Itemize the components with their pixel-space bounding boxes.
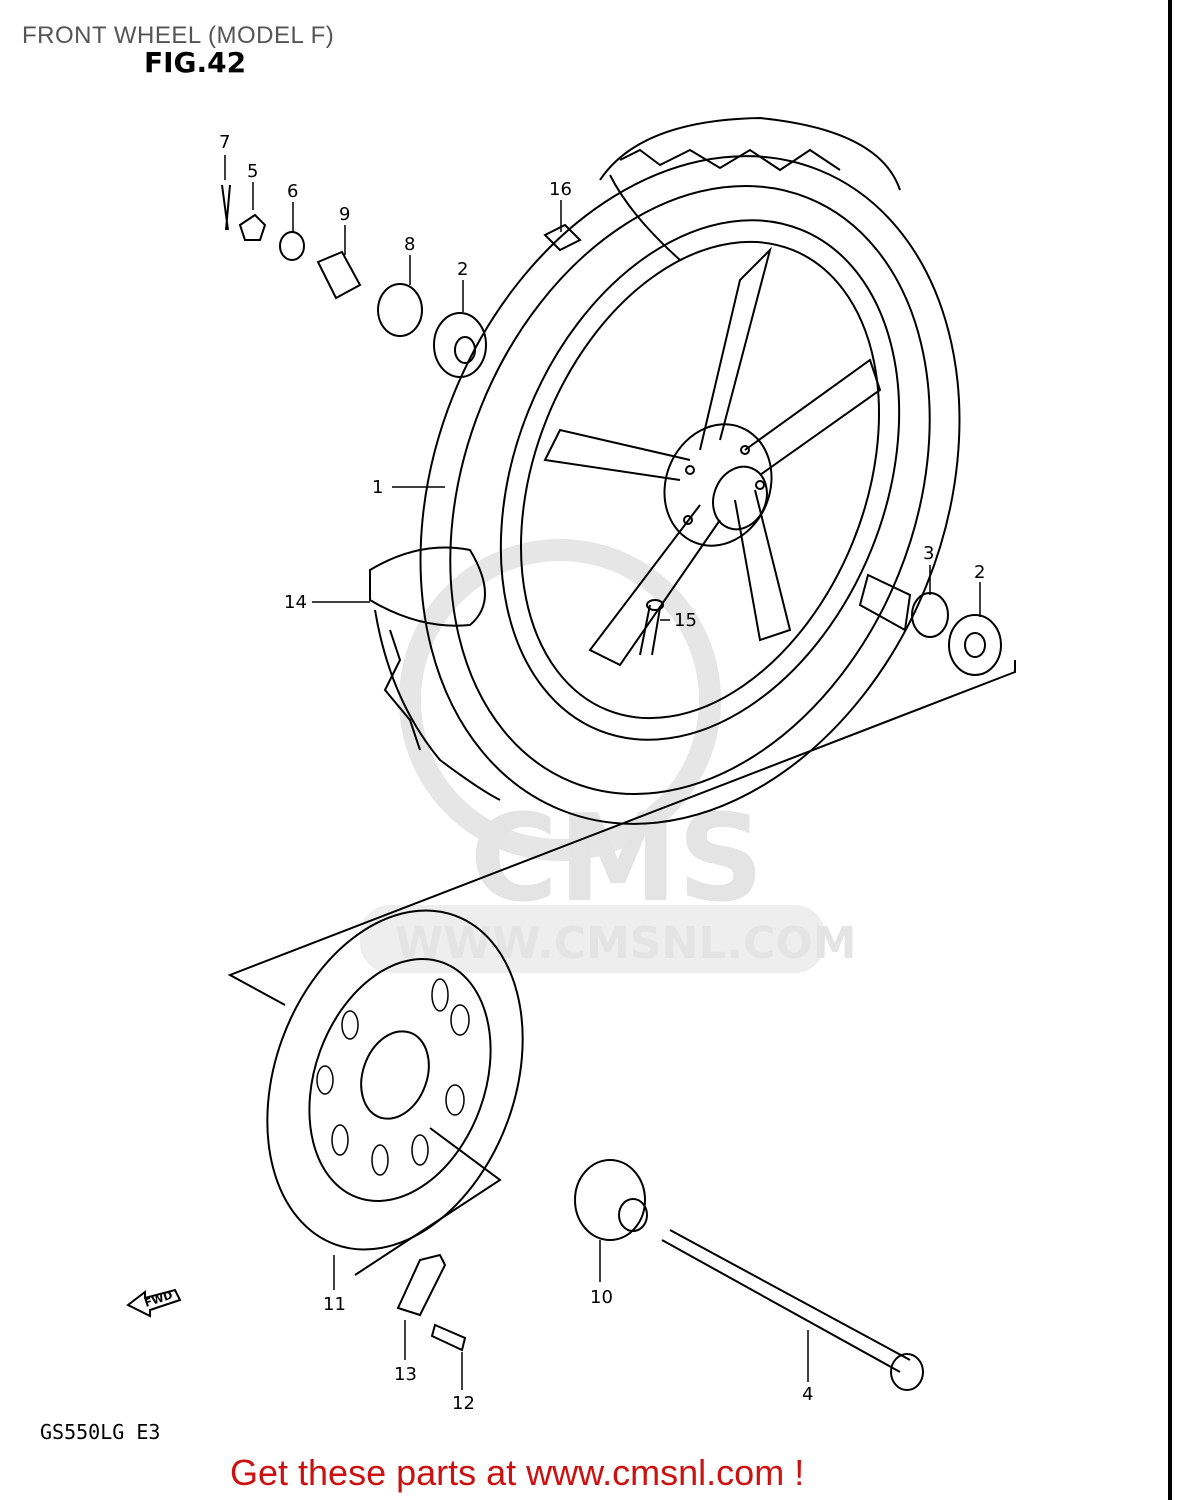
callout-10: 10 [590,1287,613,1308]
left-axle-parts [221,184,487,378]
hub [663,423,773,547]
cap-10 [574,1159,648,1241]
callout-labels: 7 5 6 9 8 2 16 1 14 3 2 15 11 10 13 12 4 [219,132,985,1414]
disc-guide-line [354,1127,502,1276]
spokes [543,246,882,667]
assembly-guide-line [227,660,1016,1006]
bolt-12 [430,1323,467,1352]
axle-4 [661,1229,924,1391]
rim [499,219,901,741]
callout-2-top: 2 [457,259,468,280]
balance-weight-16 [543,223,582,252]
callout-15: 15 [674,610,697,631]
lock-plate-13 [396,1253,447,1317]
callout-14: 14 [284,592,307,613]
cta-link[interactable]: Get these parts at www.cmsnl.com ! [230,1452,805,1493]
callout-9: 9 [339,204,350,225]
tire [369,116,961,825]
callout-1: 1 [372,477,383,498]
callout-4: 4 [802,1384,813,1405]
callout-8: 8 [404,234,415,255]
callout-11: 11 [323,1294,346,1315]
callout-16: 16 [549,179,572,200]
callout-13: 13 [394,1364,417,1385]
valve-15 [639,599,664,656]
model-code: GS550LG E3 [40,1420,161,1444]
callout-5: 5 [247,161,258,182]
page-title: FRONT WHEEL (MODEL F) [22,22,335,49]
watermark-url: WWW.CMSNL.COM [395,918,857,969]
callout-3: 3 [923,543,934,564]
figure-label: FIG.42 [144,46,247,79]
brake-disc-11 [266,909,524,1251]
cms-watermark: CMS WWW.CMSNL.COM [360,539,857,973]
leader-lines [224,155,981,1390]
callout-12: 12 [452,1393,475,1414]
callout-7: 7 [219,132,230,153]
callout-2-right: 2 [974,562,985,583]
right-axle-parts [858,573,1002,676]
fwd-arrow-icon: FWD [126,1289,182,1318]
right-border-line [1168,0,1172,1500]
callout-6: 6 [287,181,298,202]
